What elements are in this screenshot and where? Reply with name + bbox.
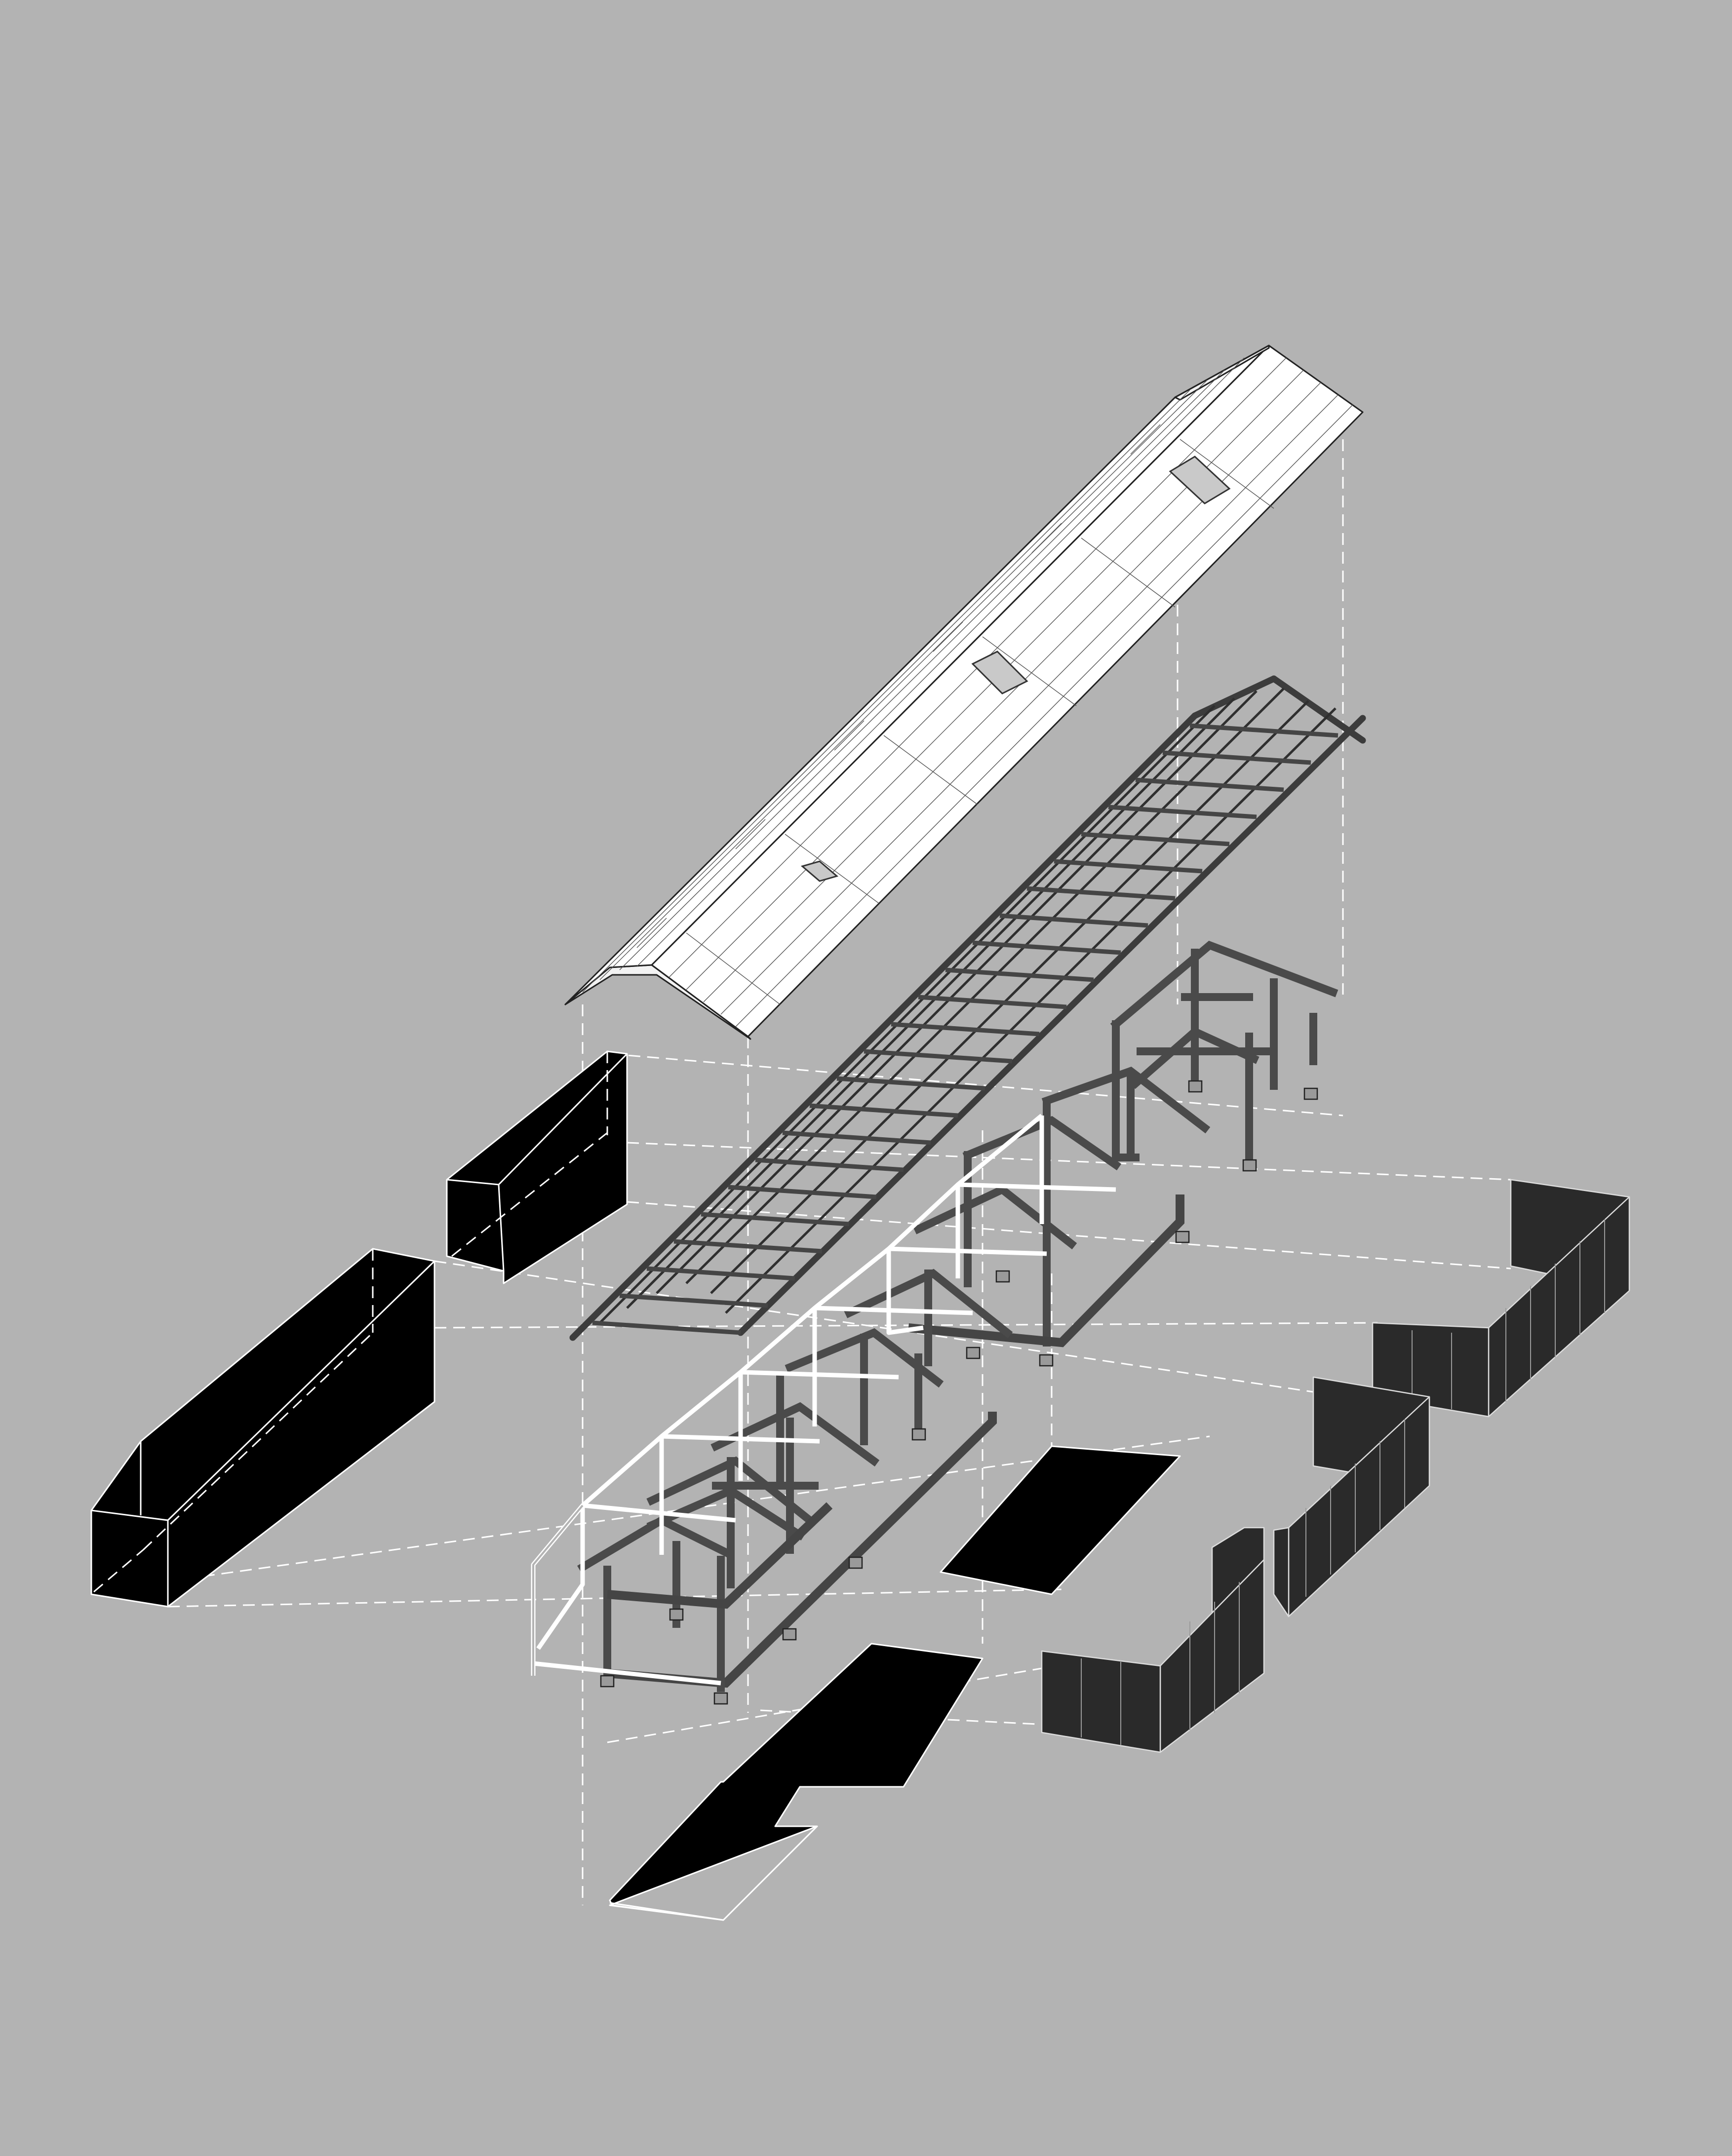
footing bbox=[1039, 1354, 1054, 1367]
floor-slab-upper bbox=[940, 1445, 1181, 1595]
roof-structure bbox=[569, 675, 1366, 1341]
tiled-roof bbox=[564, 345, 1364, 1040]
footing bbox=[600, 1675, 615, 1688]
wall-segment-lower bbox=[1041, 1527, 1265, 1753]
skylight-3 bbox=[1169, 456, 1231, 504]
footing bbox=[995, 1270, 1010, 1283]
footing bbox=[1303, 1087, 1318, 1100]
floor-slabs bbox=[609, 1445, 1181, 1921]
frame-bay-3 bbox=[776, 1269, 1013, 1490]
solid-end-volumes bbox=[90, 1050, 628, 1608]
projection-guides bbox=[91, 439, 1511, 1905]
skylight-1 bbox=[800, 860, 839, 882]
footing bbox=[911, 1428, 926, 1441]
perimeter-walls bbox=[1041, 1179, 1630, 1753]
wall-segment-upper bbox=[1372, 1179, 1630, 1418]
footing bbox=[713, 1692, 728, 1705]
footing bbox=[966, 1347, 981, 1359]
pipe-frame bbox=[531, 1114, 1116, 1686]
footing bbox=[669, 1608, 684, 1621]
wall-segment-middle bbox=[1273, 1376, 1430, 1617]
frame-bay-2 bbox=[607, 1402, 997, 1688]
end-volume-upper bbox=[446, 1050, 628, 1284]
footing bbox=[1188, 1080, 1203, 1093]
footing bbox=[1175, 1231, 1190, 1243]
footing bbox=[782, 1628, 797, 1641]
frame-bay-1 bbox=[577, 1486, 833, 1705]
footing bbox=[1242, 1159, 1257, 1172]
footing bbox=[848, 1556, 863, 1569]
frame-bay-5 bbox=[1110, 940, 1338, 1172]
skylight-2 bbox=[971, 651, 1028, 694]
frame-bay-4 bbox=[908, 1067, 1211, 1367]
end-volume-lower bbox=[90, 1248, 435, 1608]
floor-slab-lower bbox=[609, 1643, 984, 1921]
timber-frames bbox=[577, 940, 1338, 1705]
